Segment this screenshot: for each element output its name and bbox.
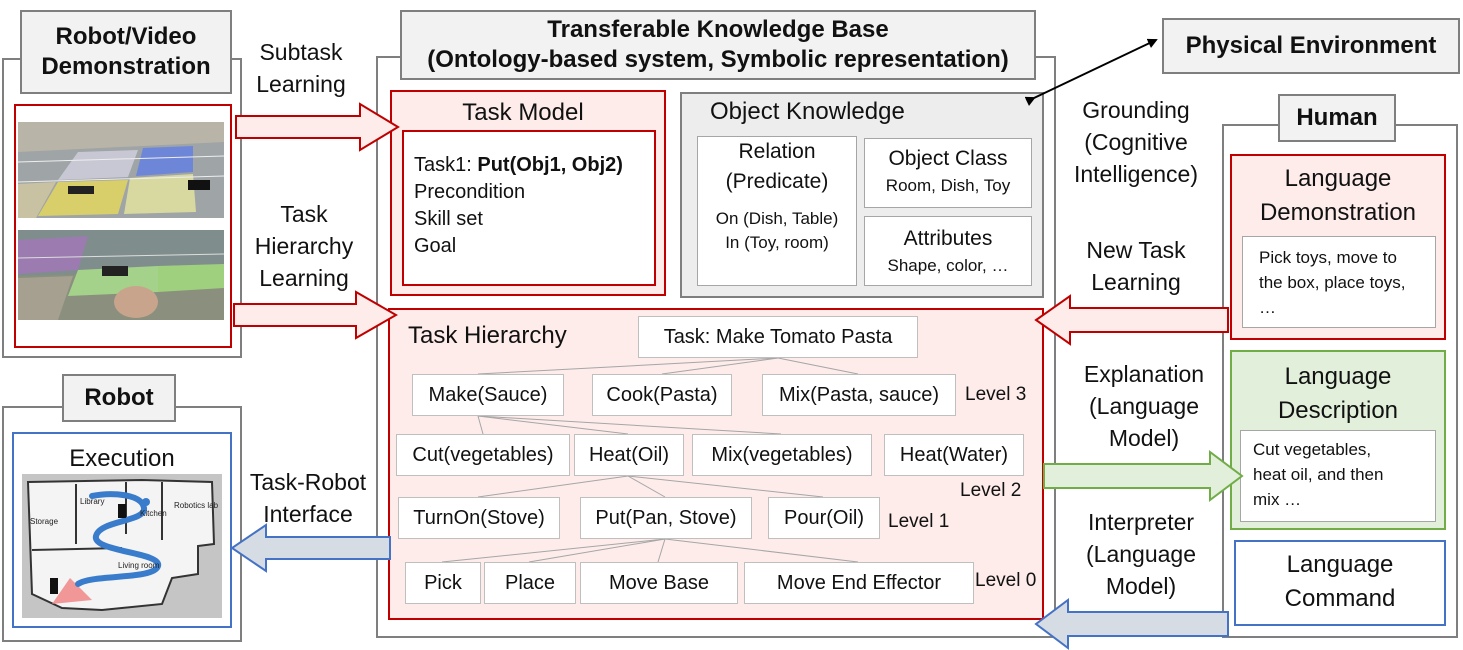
level1-node-turnon-stove: TurnOn(Stove) <box>398 497 560 539</box>
task-model-skill-set: Skill set <box>414 208 483 230</box>
attributes-body: Shape, color, … <box>887 256 1009 275</box>
svg-text:Storage: Storage <box>30 517 59 526</box>
object-class-box <box>864 138 1032 208</box>
grounding-connector <box>1024 38 1158 106</box>
level3-node-make-sauce: Make(Sauce) <box>412 374 564 416</box>
language-description-text: Cut vegetables, heat oil, and then mix … <box>1240 430 1436 522</box>
object-class-body: Room, Dish, Toy <box>885 176 1011 195</box>
explanation-arrow <box>1043 450 1244 502</box>
explanation-label: Explanation (Language Model) <box>1083 361 1205 452</box>
subtask-learning-arrow <box>235 102 400 152</box>
hierarchy-root-node: Task: Make Tomato Pasta <box>638 316 918 358</box>
language-demonstration-title: Language Demonstration <box>1259 165 1417 226</box>
level2-node-heat-water: Heat(Water) <box>884 434 1024 476</box>
level1-label: Level 1 <box>888 511 950 532</box>
interpreter-arrow <box>1034 598 1229 650</box>
relation-title: Relation (Predicate) <box>725 140 829 193</box>
level3-label: Level 3 <box>965 384 1027 405</box>
level3-node-mix-pasta-sauce: Mix(Pasta, sauce) <box>762 374 956 416</box>
task-hierarchy-title: Task Hierarchy <box>408 322 567 349</box>
task-model-title: Task Model <box>462 99 584 126</box>
task-robot-interface-arrow <box>230 523 391 573</box>
level2-node-cut-vegetables: Cut(vegetables) <box>396 434 570 476</box>
level0-label: Level 0 <box>975 570 1037 591</box>
new-task-learning-label: New Task Learning <box>1086 237 1186 296</box>
kb-title: Transferable Knowledge Base (Ontology-ba… <box>400 10 1036 80</box>
level0-node-move-base: Move Base <box>580 562 738 604</box>
relation-box <box>697 136 857 286</box>
task-robot-interface-label: Task-Robot Interface <box>249 469 367 528</box>
language-demonstration-text: Pick toys, move to the box, place toys, … <box>1242 236 1436 328</box>
level2-label: Level 2 <box>960 480 1022 501</box>
level0-node-place: Place <box>484 562 576 604</box>
level2-node-heat-oil: Heat(Oil) <box>574 434 684 476</box>
svg-text:Kitchen: Kitchen <box>140 509 167 518</box>
level0-node-move-end-effector: Move End Effector <box>744 562 974 604</box>
task-model-body: Task1: Put(Obj1, Obj2) Precondition Skil… <box>402 130 656 286</box>
object-knowledge-title: Object Knowledge <box>710 98 905 125</box>
demo-title: Robot/Video Demonstration <box>20 10 232 94</box>
attributes-box <box>864 216 1032 286</box>
task-model-task-line: Task1: Put(Obj1, Obj2) <box>414 154 623 176</box>
robot-map: Storage Library Kitchen Robotics lab Liv… <box>22 474 222 618</box>
object-class-title: Object Class <box>888 147 1008 170</box>
subtask-learning-label: Subtask Learning <box>256 39 346 98</box>
svg-text:Library: Library <box>80 497 104 506</box>
level2-node-mix-vegetables: Mix(vegetables) <box>692 434 872 476</box>
task-model-goal: Goal <box>414 235 457 257</box>
language-command-title: Language Command <box>1284 551 1396 612</box>
language-command-panel <box>1234 540 1446 626</box>
human-title: Human <box>1278 94 1396 142</box>
interpreter-label: Interpreter (Language Model) <box>1086 509 1196 600</box>
level0-node-pick: Pick <box>405 562 481 604</box>
demo-photo-top <box>18 122 224 218</box>
execution-label: Execution <box>69 445 175 472</box>
task-hierarchy-learning-arrow <box>233 290 399 340</box>
svg-text:Robotics lab: Robotics lab <box>174 501 219 510</box>
level1-node-pour-oil: Pour(Oil) <box>768 497 880 539</box>
level1-node-put-pan-stove: Put(Pan, Stove) <box>580 497 752 539</box>
task-model-precondition: Precondition <box>414 181 526 203</box>
new-task-learning-arrow <box>1034 294 1229 346</box>
task-model-task-signature: Put(Obj1, Obj2) <box>477 154 623 176</box>
robot-title: Robot <box>62 374 176 422</box>
physical-environment-box: Physical Environment <box>1162 18 1460 74</box>
attributes-title: Attributes <box>903 227 993 250</box>
language-description-title: Language Description <box>1277 363 1399 424</box>
svg-text:Living room: Living room <box>118 561 160 570</box>
level3-node-cook-pasta: Cook(Pasta) <box>592 374 732 416</box>
task-hierarchy-learning-label: Task Hierarchy Learning <box>254 201 354 292</box>
demo-photo-bottom <box>18 230 224 320</box>
relation-body: On (Dish, Table) In (Toy, room) <box>715 209 839 252</box>
